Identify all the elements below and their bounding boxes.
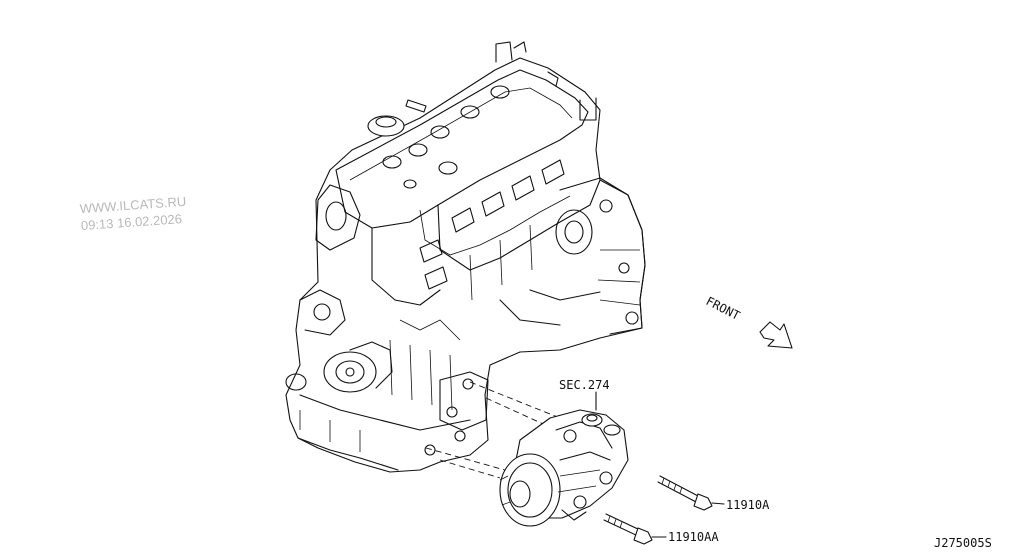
watermark: WWW.ILCATS.RU 09:13 16.02.2026 [79, 194, 186, 233]
bolt-11910aa [603, 513, 667, 545]
watermark-timestamp: 09:13 16.02.2026 [80, 211, 182, 233]
diagram-code: J275005S [934, 536, 992, 550]
section-reference-label: SEC.274 [559, 378, 610, 392]
ac-compressor [499, 409, 629, 527]
bolt-label-11910aa: 11910AA [668, 530, 719, 544]
front-direction-indicator: FRONT [704, 294, 793, 349]
watermark-site: WWW.ILCATS.RU [79, 194, 186, 216]
engine-assembly [285, 41, 646, 473]
bolt-11910a [657, 475, 725, 511]
bolt-label-11910a: 11910A [726, 498, 770, 512]
front-label: FRONT [704, 294, 743, 323]
front-arrow-icon [759, 321, 793, 349]
